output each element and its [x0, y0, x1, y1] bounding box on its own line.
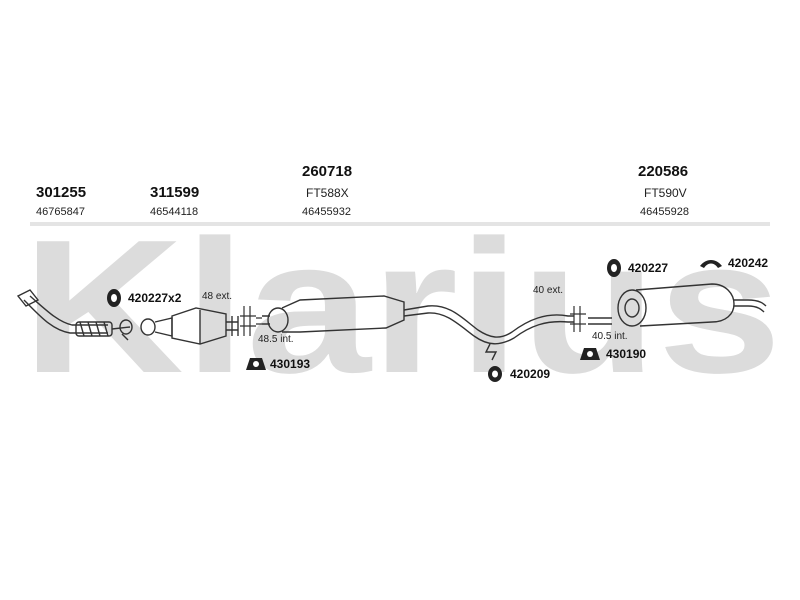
accessory-number: 430193	[270, 357, 311, 371]
part-ref: 46455928	[640, 206, 689, 218]
accessory-number: 430190	[606, 347, 647, 361]
part-ref: 46455932	[302, 206, 351, 218]
rubber-mount-icon	[488, 366, 502, 382]
hanger-bracket-icon	[580, 348, 600, 360]
clamp-marks-rear	[570, 306, 586, 332]
rear-silencer-drawing	[588, 283, 767, 327]
part-number: 260718	[302, 163, 353, 180]
measurement-label: 48.5 int.	[258, 334, 294, 345]
part-ref: 46765847	[36, 206, 85, 218]
accessory-number: 420227x2	[128, 291, 182, 305]
rubber-mount-icon	[107, 289, 121, 307]
front-pipe-drawing	[16, 289, 133, 341]
center-silencer-drawing	[262, 295, 574, 361]
clamp-marks-front	[240, 306, 262, 336]
measurement-label: 40.5 int.	[592, 331, 628, 342]
part-number: 311599	[150, 184, 200, 201]
accessory-number: 420242	[728, 256, 769, 270]
brand-watermark: Klarius	[22, 201, 782, 413]
measurement-label: 48 ext.	[202, 291, 233, 302]
part-number: 301255	[36, 184, 87, 201]
catalytic-converter-drawing	[140, 307, 239, 345]
rubber-mount-icon	[607, 259, 621, 277]
accessory-number: 420209	[510, 367, 551, 381]
hanger-strap-icon	[700, 260, 722, 268]
part-number: 220586	[638, 163, 689, 180]
accessory-number: 420227	[628, 261, 669, 275]
measurement-label: 40 ext.	[533, 285, 564, 296]
part-ref: 46544118	[150, 206, 199, 218]
part-code: FT590V	[644, 186, 687, 200]
part-code: FT588X	[306, 186, 349, 200]
watermark-band	[30, 222, 770, 226]
hanger-bracket-icon	[246, 358, 266, 370]
